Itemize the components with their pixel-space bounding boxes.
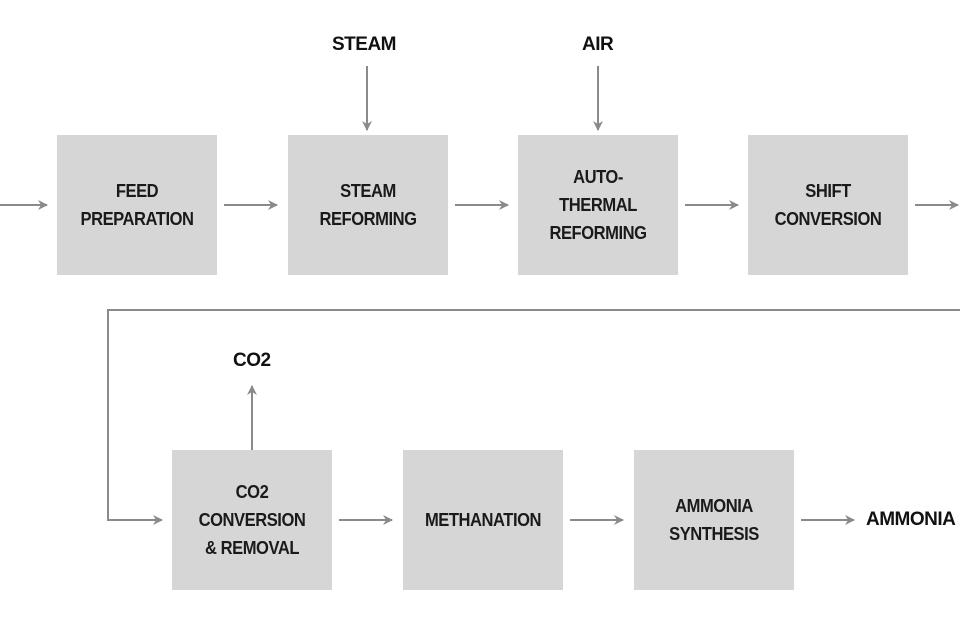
ammonia-synthesis-box: AMMONIA SYNTHESIS: [633, 450, 795, 590]
autothermal-reforming-box: AUTO- THERMAL REFORMING: [517, 135, 679, 275]
steam-input-label: STEAM: [332, 34, 397, 55]
co2-output-label: CO2: [233, 350, 271, 371]
return-line-to-co2-removal: [107, 309, 960, 525]
shift-conversion-box: SHIFT CONVERSION: [747, 135, 909, 275]
methanation-box: METHANATION: [402, 450, 564, 590]
feed-preparation-box: FEED PREPARATION: [56, 135, 218, 275]
steam-reforming-box: STEAM REFORMING: [287, 135, 449, 275]
air-input-label: AIR: [582, 34, 614, 55]
co2-conversion-removal-box: CO2 CONVERSION & REMOVAL: [171, 450, 333, 590]
ammonia-output-label: AMMONIA: [866, 509, 956, 530]
